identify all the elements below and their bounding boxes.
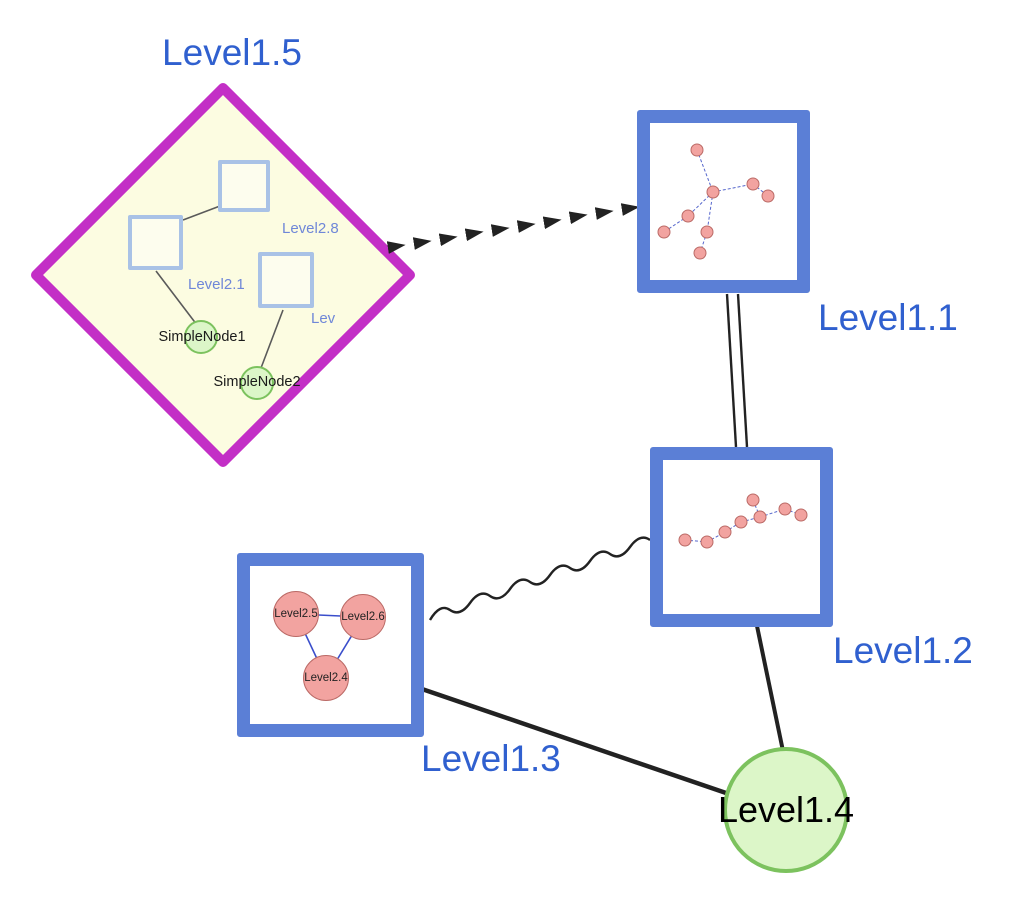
- label-level13: Level1.3: [421, 738, 561, 779]
- edge-level13-level14[interactable]: [418, 685, 730, 797]
- subgraph-node-dot: [681, 209, 695, 223]
- node-level14[interactable]: [723, 747, 849, 873]
- subgraph-node-dot: [690, 143, 704, 157]
- subgraph-node-dot: [746, 493, 760, 507]
- subgraph-node-dot: [753, 510, 767, 524]
- label-simplenode2: SimpleNode2: [213, 374, 301, 390]
- node-level28-square[interactable]: [218, 160, 270, 212]
- subgraph-node-dot: [657, 225, 671, 239]
- label-level12: Level1.2: [833, 630, 973, 671]
- label-simplenode1: SimpleNode1: [158, 329, 246, 345]
- label-level24: Level2.4: [304, 672, 348, 684]
- label-level21: Level2.1: [188, 276, 245, 293]
- subgraph-node-dot: [678, 533, 692, 547]
- subgraph-node-dot: [700, 535, 714, 549]
- level11-subgraph: [657, 143, 775, 260]
- node-level25[interactable]: Level2.5: [273, 591, 319, 637]
- label-level28: Level2.8: [282, 220, 339, 237]
- subgraph-node-dot: [734, 515, 748, 529]
- edge-level15-level11-dashed-arrow[interactable]: [386, 203, 640, 254]
- label-level11: Level1.1: [818, 297, 958, 338]
- subgraph-node-dot: [761, 189, 775, 203]
- edge-level11-level12-double[interactable]: [725, 293, 749, 448]
- node-level26[interactable]: Level2.6: [340, 594, 386, 640]
- subgraph-node-dot: [746, 177, 760, 191]
- level12-subgraph: [678, 493, 808, 549]
- node-level12-box[interactable]: [650, 447, 833, 627]
- node-level13-box[interactable]: Level2.5 Level2.6 Level2.4: [237, 553, 424, 737]
- subgraph-edge: [696, 149, 714, 193]
- subgraph-node-dot: [718, 525, 732, 539]
- node-simplenode1[interactable]: [184, 320, 218, 354]
- subgraph-node-dot: [700, 225, 714, 239]
- subgraph-edge: [699, 231, 708, 254]
- subgraph-node-dot: [706, 185, 720, 199]
- subgraph-edge: [712, 183, 754, 193]
- label-level26: Level2.6: [341, 611, 385, 623]
- edge-level28-level21[interactable]: [182, 205, 221, 221]
- subgraph-node-dot: [693, 246, 707, 260]
- node-level24[interactable]: Level2.4: [303, 655, 349, 701]
- subgraph-node-dot: [794, 508, 808, 522]
- edge-level21-simplenode1[interactable]: [155, 270, 198, 326]
- node-lev-square[interactable]: [258, 252, 314, 308]
- label-level15: Level1.5: [162, 32, 302, 73]
- subgraph-edge: [684, 539, 708, 543]
- label-lev: Lev: [311, 310, 336, 327]
- subgraph-node-dot: [778, 502, 792, 516]
- edge-level13-level12-wavy[interactable]: [428, 536, 651, 621]
- node-simplenode2[interactable]: [240, 366, 274, 400]
- node-level11-box[interactable]: [637, 110, 810, 293]
- node-level15-diamond[interactable]: [31, 83, 415, 467]
- edge-level12-level14[interactable]: [755, 625, 785, 752]
- label-level25: Level2.5: [274, 608, 318, 620]
- node-level21-square[interactable]: [128, 215, 183, 270]
- subgraph-edge: [706, 191, 714, 233]
- edge-lev-simplenode2[interactable]: [260, 309, 284, 369]
- label-level14: Level1.4: [717, 789, 855, 830]
